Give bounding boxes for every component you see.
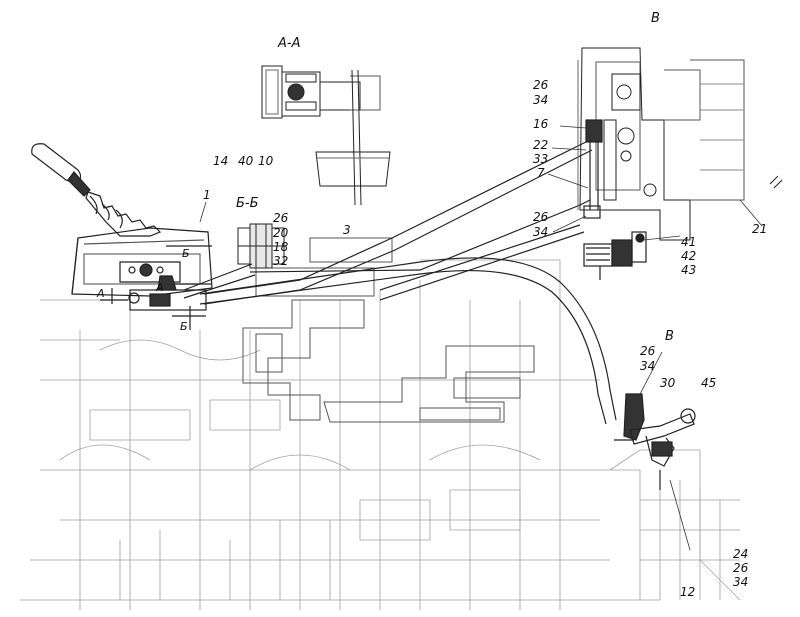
marker-a-right: А (156, 281, 164, 294)
callout-1: 1 (203, 188, 211, 202)
leader-lines (199, 125, 763, 551)
view-v-top-title: В (651, 11, 660, 26)
callout-lower-34: 34 (533, 225, 549, 239)
callout-10: 10 (258, 154, 274, 168)
lever-base-linkage (128, 275, 207, 330)
callout-14: 14 (213, 154, 229, 168)
callout-bottom-24: 24 (733, 547, 749, 561)
actuator-unit (583, 231, 647, 280)
callout-21: 21 (752, 222, 768, 236)
section-aa-detail (261, 65, 391, 206)
callout-22: 22 (533, 138, 549, 152)
shift-lever-joint (583, 119, 603, 219)
background-engine-linework (20, 259, 741, 610)
callout-43: 43 (681, 263, 697, 277)
callout-bb-18: 18 (273, 240, 289, 254)
section-bb-detail (237, 223, 285, 269)
callout-bottom-34: 34 (733, 575, 749, 589)
callout-top-26: 26 (533, 78, 549, 92)
callout-3: 3 (343, 223, 351, 237)
section-bb-title: Б-Б (236, 196, 259, 211)
marker-b-upper: Б (182, 247, 190, 260)
transmission-housing (577, 47, 783, 241)
callout-lower-26: 26 (533, 210, 549, 224)
callout-45: 45 (701, 376, 717, 390)
callout-12: 12 (680, 585, 696, 599)
callout-41: 41 (681, 235, 697, 249)
marker-a-left: А (97, 287, 105, 300)
callout-7: 7 (537, 166, 545, 180)
gear-lever-assembly (31, 143, 213, 304)
callout-v-26: 26 (640, 344, 656, 358)
section-aa-title: А-А (278, 36, 301, 51)
callout-bb-20: 20 (273, 226, 289, 240)
callout-bb-32: 32 (273, 254, 289, 268)
callout-bb-26: 26 (273, 211, 289, 225)
callout-40: 40 (238, 154, 254, 168)
view-v-mid-title: В (665, 329, 674, 344)
lower-linkage (614, 393, 696, 490)
callout-42: 42 (681, 249, 697, 263)
callout-30: 30 (660, 376, 676, 390)
callout-bottom-26: 26 (733, 561, 749, 575)
callout-16: 16 (533, 117, 549, 131)
callout-33: 33 (533, 152, 549, 166)
gear-shift-rods (183, 139, 617, 425)
callout-top-34: 34 (533, 93, 549, 107)
emblem-outline (242, 237, 535, 423)
callout-v-34: 34 (640, 359, 656, 373)
marker-b-lower: Б (180, 320, 188, 333)
